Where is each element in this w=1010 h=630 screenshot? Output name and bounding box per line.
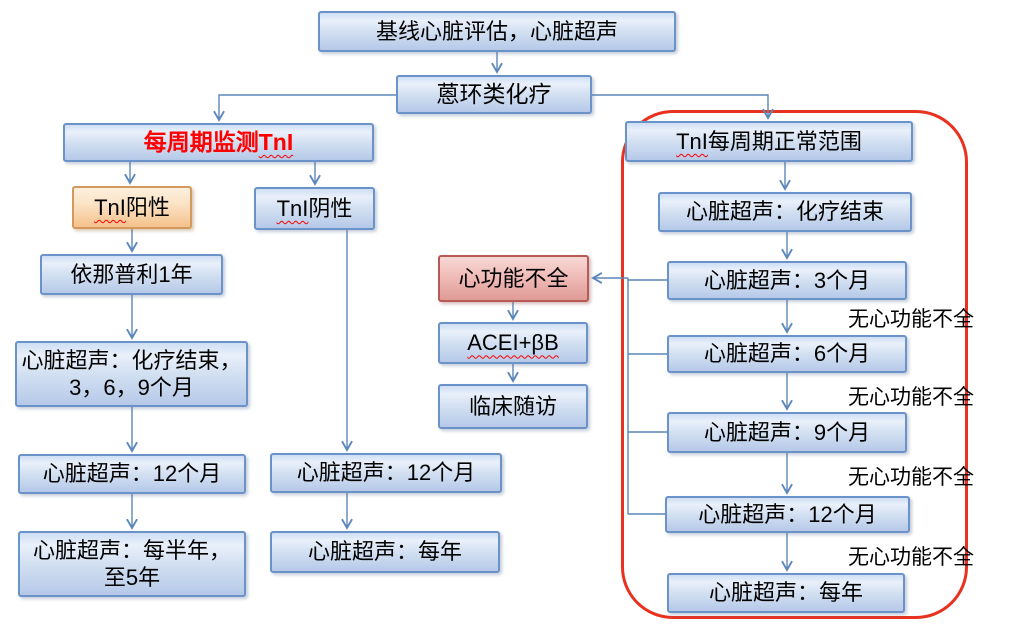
node-label: 心脏超声：9个月 (703, 419, 871, 445)
node-label: 心脏超声：6个月 (703, 341, 871, 367)
arrow-chemo-to-normal (592, 94, 774, 120)
node-echo-chemo-end: 心脏超声：化疗结束 (658, 192, 912, 232)
tni-label: TnI (276, 195, 309, 221)
node-label: 每周期正常范围 (707, 128, 862, 154)
node-echo-12m-right: 心脏超声：12个月 (665, 496, 910, 533)
loop-outline (621, 110, 968, 619)
node-label: 心功能不全 (458, 265, 569, 291)
node-label: 心脏超声：化疗结束， 3，6，9个月 (21, 347, 242, 401)
edge-label-no-dysfunction-2: 无心功能不全 (848, 386, 974, 409)
node-label: 心脏超声：12个月 (296, 460, 476, 486)
node-cardiac-dysfunction: 心功能不全 (438, 255, 589, 302)
node-echo-3m: 心脏超声：3个月 (667, 261, 907, 300)
node-echo-end-3-6-9: 心脏超声：化疗结束， 3，6，9个月 (15, 341, 248, 407)
node-label: 基线心脏评估，心脏超声 (375, 18, 618, 44)
node-echo-9m: 心脏超声：9个月 (667, 412, 907, 453)
node-anthracycline-chemo: 蒽环类化疗 (396, 75, 592, 114)
node-enalapril-1yr: 依那普利1年 (40, 254, 223, 295)
node-label: 每周期监测 (143, 129, 259, 156)
node-echo-6m: 心脏超声：6个月 (667, 335, 907, 373)
node-label: 心脏超声：化疗结束 (685, 199, 884, 225)
node-label: 阳性 (125, 194, 170, 220)
node-label: 心脏超声：每半年， 至5年 (32, 537, 231, 591)
node-acei-bb: ACEI+βB (438, 322, 588, 364)
node-label: 心脏超声：3个月 (703, 267, 871, 293)
edge-label-no-dysfunction-3: 无心功能不全 (848, 466, 974, 489)
node-label: 心脏超声：12个月 (42, 461, 222, 487)
edge-label-no-dysfunction-1: 无心功能不全 (848, 308, 974, 331)
node-label: 心脏超声：每年 (708, 580, 863, 606)
node-label: 心脏超声：12个月 (698, 501, 877, 527)
node-label: 蒽环类化疗 (436, 81, 552, 108)
node-label: 临床随访 (468, 393, 557, 419)
node-echo-12m-left: 心脏超声：12个月 (18, 454, 246, 494)
node-echo-12m-negative: 心脏超声：12个月 (270, 453, 502, 493)
node-label: 阴性 (308, 195, 353, 221)
node-label: ACEI+βB (467, 330, 559, 356)
node-clinical-followup: 临床随访 (438, 384, 588, 429)
node-label: 心脏超声：每年 (307, 539, 462, 565)
arrow-chemo-to-monitor (213, 94, 396, 122)
node-echo-annual-negative: 心脏超声：每年 (270, 531, 500, 573)
node-echo-semiannual-5yr: 心脏超声：每半年， 至5年 (18, 531, 246, 597)
node-baseline-assessment: 基线心脏评估，心脏超声 (318, 11, 676, 52)
edge-label-no-dysfunction-4: 无心功能不全 (848, 546, 974, 569)
tni-label: TnI (676, 128, 708, 154)
tni-label: TnI (258, 129, 294, 156)
tni-label: TnI (94, 194, 126, 220)
node-echo-annual-right: 心脏超声：每年 (667, 573, 905, 613)
node-label: 依那普利1年 (70, 261, 193, 287)
